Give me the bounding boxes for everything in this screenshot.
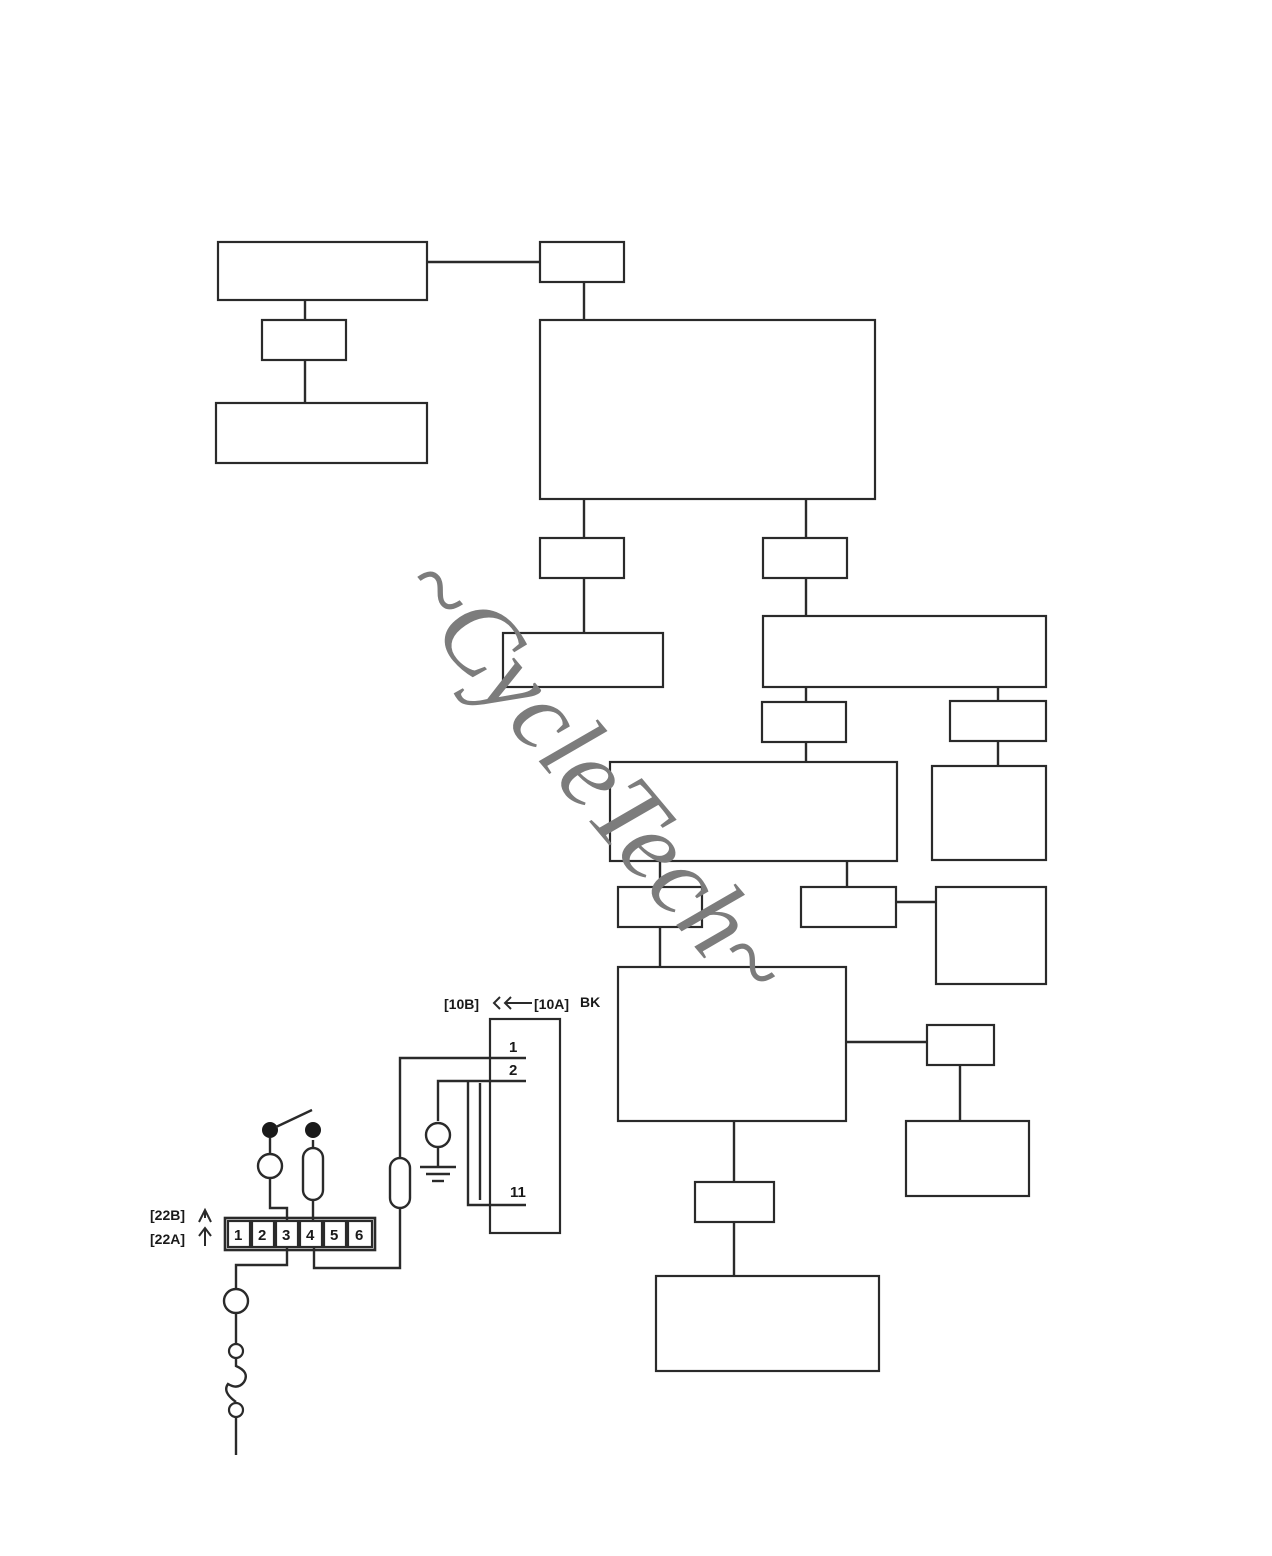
- watermark: ~CycleTech~: [377, 531, 813, 1020]
- block-connector-h: [693, 1180, 776, 1224]
- block-connector-g: [925, 1023, 996, 1067]
- connector-10a-label: [10A]: [534, 996, 569, 1012]
- pin-6-label: 6: [355, 1227, 363, 1244]
- bulb-icon: [256, 1152, 284, 1180]
- switch-blade-icon: [275, 1108, 313, 1129]
- pin-11-label: 11: [510, 1184, 526, 1201]
- connector-22a-cells: [226, 1219, 374, 1249]
- block-main: [538, 318, 877, 501]
- switch-terminal-icon: [262, 1122, 278, 1138]
- connector-10a-body: [488, 1017, 562, 1235]
- pin-2-label: 2: [258, 1227, 266, 1244]
- block-side-bottom: [904, 1119, 1031, 1198]
- connector-22b-label: [22B]: [150, 1207, 185, 1223]
- block-connector-a: [538, 536, 626, 580]
- wiring: [225, 1056, 526, 1455]
- block-connector-f: [799, 885, 898, 929]
- fuse-icon: [301, 1146, 325, 1202]
- block-side-lower: [934, 885, 1048, 986]
- pin-5-label: 5: [330, 1227, 338, 1244]
- block-mid-right: [761, 614, 1048, 689]
- switch-terminal-icon: [305, 1122, 321, 1138]
- pin-4-label: 4: [306, 1227, 315, 1244]
- double-arrow-icon: [492, 996, 532, 1010]
- fuse-icon: [388, 1156, 412, 1210]
- connector-10: [10B] [10A] BK 1 2 11: [444, 994, 600, 1235]
- pin-3-label: 3: [282, 1227, 290, 1244]
- block-side-upper: [930, 764, 1048, 862]
- block-top-left: [216, 240, 429, 302]
- pin-2-label: 2: [509, 1062, 517, 1079]
- block-connector-c: [760, 700, 848, 744]
- block-links: [303, 260, 1000, 1276]
- connector-10b-label: [10B]: [444, 996, 479, 1012]
- terminal-icon: [227, 1342, 245, 1360]
- block-left-bottom: [214, 401, 429, 465]
- lamp-icon: [222, 1287, 250, 1315]
- block-lower-wide: [608, 760, 899, 863]
- block-connector-b: [761, 536, 849, 580]
- block-top-small: [538, 240, 626, 284]
- connector-22a-body: [223, 1216, 377, 1252]
- block-left-connector: [260, 318, 348, 362]
- pin-1-label: 1: [509, 1039, 517, 1056]
- lamp-icon: [424, 1121, 452, 1149]
- connector-22a-label: [22A]: [150, 1231, 185, 1247]
- block-bottom-main: [616, 965, 848, 1123]
- connector-arrow-icon: [198, 1207, 212, 1246]
- terminal-icon: [227, 1401, 245, 1419]
- block-bottom: [654, 1274, 881, 1373]
- block-connector-d: [948, 699, 1048, 743]
- connector-22: [22B] [22A] 1 2 3 4 5 6: [150, 1207, 377, 1252]
- wire-color-label: BK: [580, 994, 600, 1010]
- pin-1-label: 1: [234, 1227, 242, 1244]
- components: [222, 1108, 452, 1419]
